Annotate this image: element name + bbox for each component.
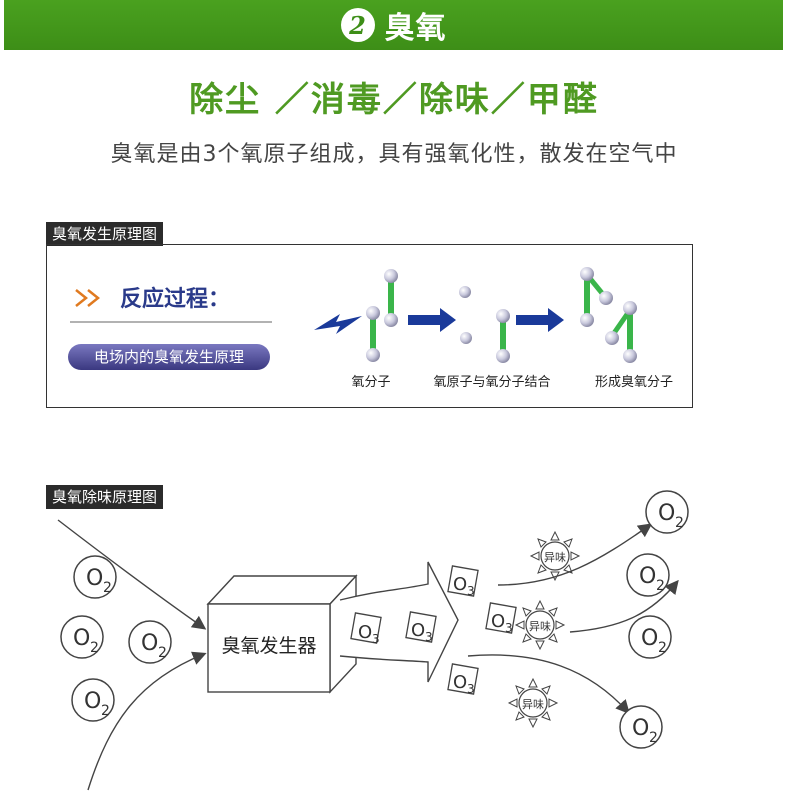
- svg-text:2: 2: [649, 730, 658, 746]
- svg-text:2: 2: [101, 703, 110, 719]
- svg-text:O: O: [411, 620, 425, 641]
- svg-text:2: 2: [658, 640, 667, 656]
- svg-text:3: 3: [425, 630, 433, 644]
- ozone-generator-box: [208, 576, 356, 692]
- atom-combination-icon: [459, 286, 510, 363]
- svg-text:异味: 异味: [544, 551, 566, 564]
- process-title: 反应过程：: [120, 286, 230, 312]
- oxygen-molecule-icon: [366, 269, 398, 362]
- svg-text:O: O: [141, 631, 158, 656]
- svg-text:O: O: [658, 501, 675, 526]
- o3-molecule-icon: O 3: [406, 612, 436, 644]
- svg-text:2: 2: [158, 645, 167, 661]
- svg-text:O: O: [358, 622, 372, 643]
- o3-molecule-icon: O 3: [448, 566, 478, 598]
- svg-text:O: O: [73, 626, 90, 651]
- svg-text:O: O: [491, 611, 505, 632]
- svg-text:2: 2: [90, 640, 99, 656]
- svg-text:O: O: [641, 626, 658, 651]
- odor-sun-icon: 异味: [509, 679, 557, 727]
- svg-text:O: O: [639, 564, 656, 589]
- svg-text:3: 3: [467, 584, 475, 598]
- svg-text:2: 2: [656, 578, 665, 594]
- svg-text:异味: 异味: [529, 620, 551, 633]
- svg-text:3: 3: [505, 621, 513, 635]
- blue-zigzag-arrow: [314, 314, 362, 334]
- blue-arrow-2: [516, 308, 564, 332]
- o2-molecule-icon: O 2: [129, 621, 171, 663]
- step-label-2: 氧原子与氧分子结合: [433, 375, 550, 390]
- odor-sun-icon: 异味: [516, 601, 564, 649]
- svg-text:O: O: [453, 574, 467, 595]
- o2-molecule-icon: O 2: [629, 616, 671, 658]
- section2-label: 臭氧除味原理图: [46, 485, 163, 509]
- o2-molecule-icon: O 2: [72, 679, 114, 721]
- svg-text:O: O: [632, 716, 649, 741]
- o2-molecule-icon: O 2: [61, 616, 103, 658]
- generator-label: 臭氧发生器: [221, 635, 316, 657]
- odor-sun-icon: 异味: [531, 532, 579, 580]
- ozone-molecule-icon: [580, 267, 637, 363]
- blue-arrow-1: [408, 308, 456, 332]
- svg-text:异味: 异味: [522, 698, 544, 711]
- o2-molecule-icon: O 2: [74, 556, 116, 598]
- svg-text:O: O: [84, 689, 101, 714]
- svg-text:2: 2: [103, 580, 112, 596]
- o2-molecule-icon: O 2: [627, 554, 669, 596]
- svg-text:3: 3: [372, 632, 380, 646]
- process-pill-label: 电场内的臭氧发生原理: [94, 348, 244, 366]
- o2-molecule-icon: O 2: [620, 706, 662, 748]
- step-label-3: 形成臭氧分子: [595, 375, 673, 390]
- o3-molecule-icon: O 3: [486, 603, 516, 635]
- svg-text:3: 3: [467, 682, 475, 696]
- o2-molecule-icon: O 2: [646, 491, 688, 533]
- o3-molecule-icon: O 3: [448, 664, 478, 696]
- svg-text:2: 2: [675, 515, 684, 531]
- chevron-icon: [76, 290, 98, 306]
- airflow-curve-bottom: [88, 654, 204, 790]
- step-label-1: 氧分子: [351, 375, 390, 390]
- outflow-curve-bottom: [468, 655, 628, 712]
- svg-text:O: O: [453, 672, 467, 693]
- svg-text:O: O: [86, 566, 103, 591]
